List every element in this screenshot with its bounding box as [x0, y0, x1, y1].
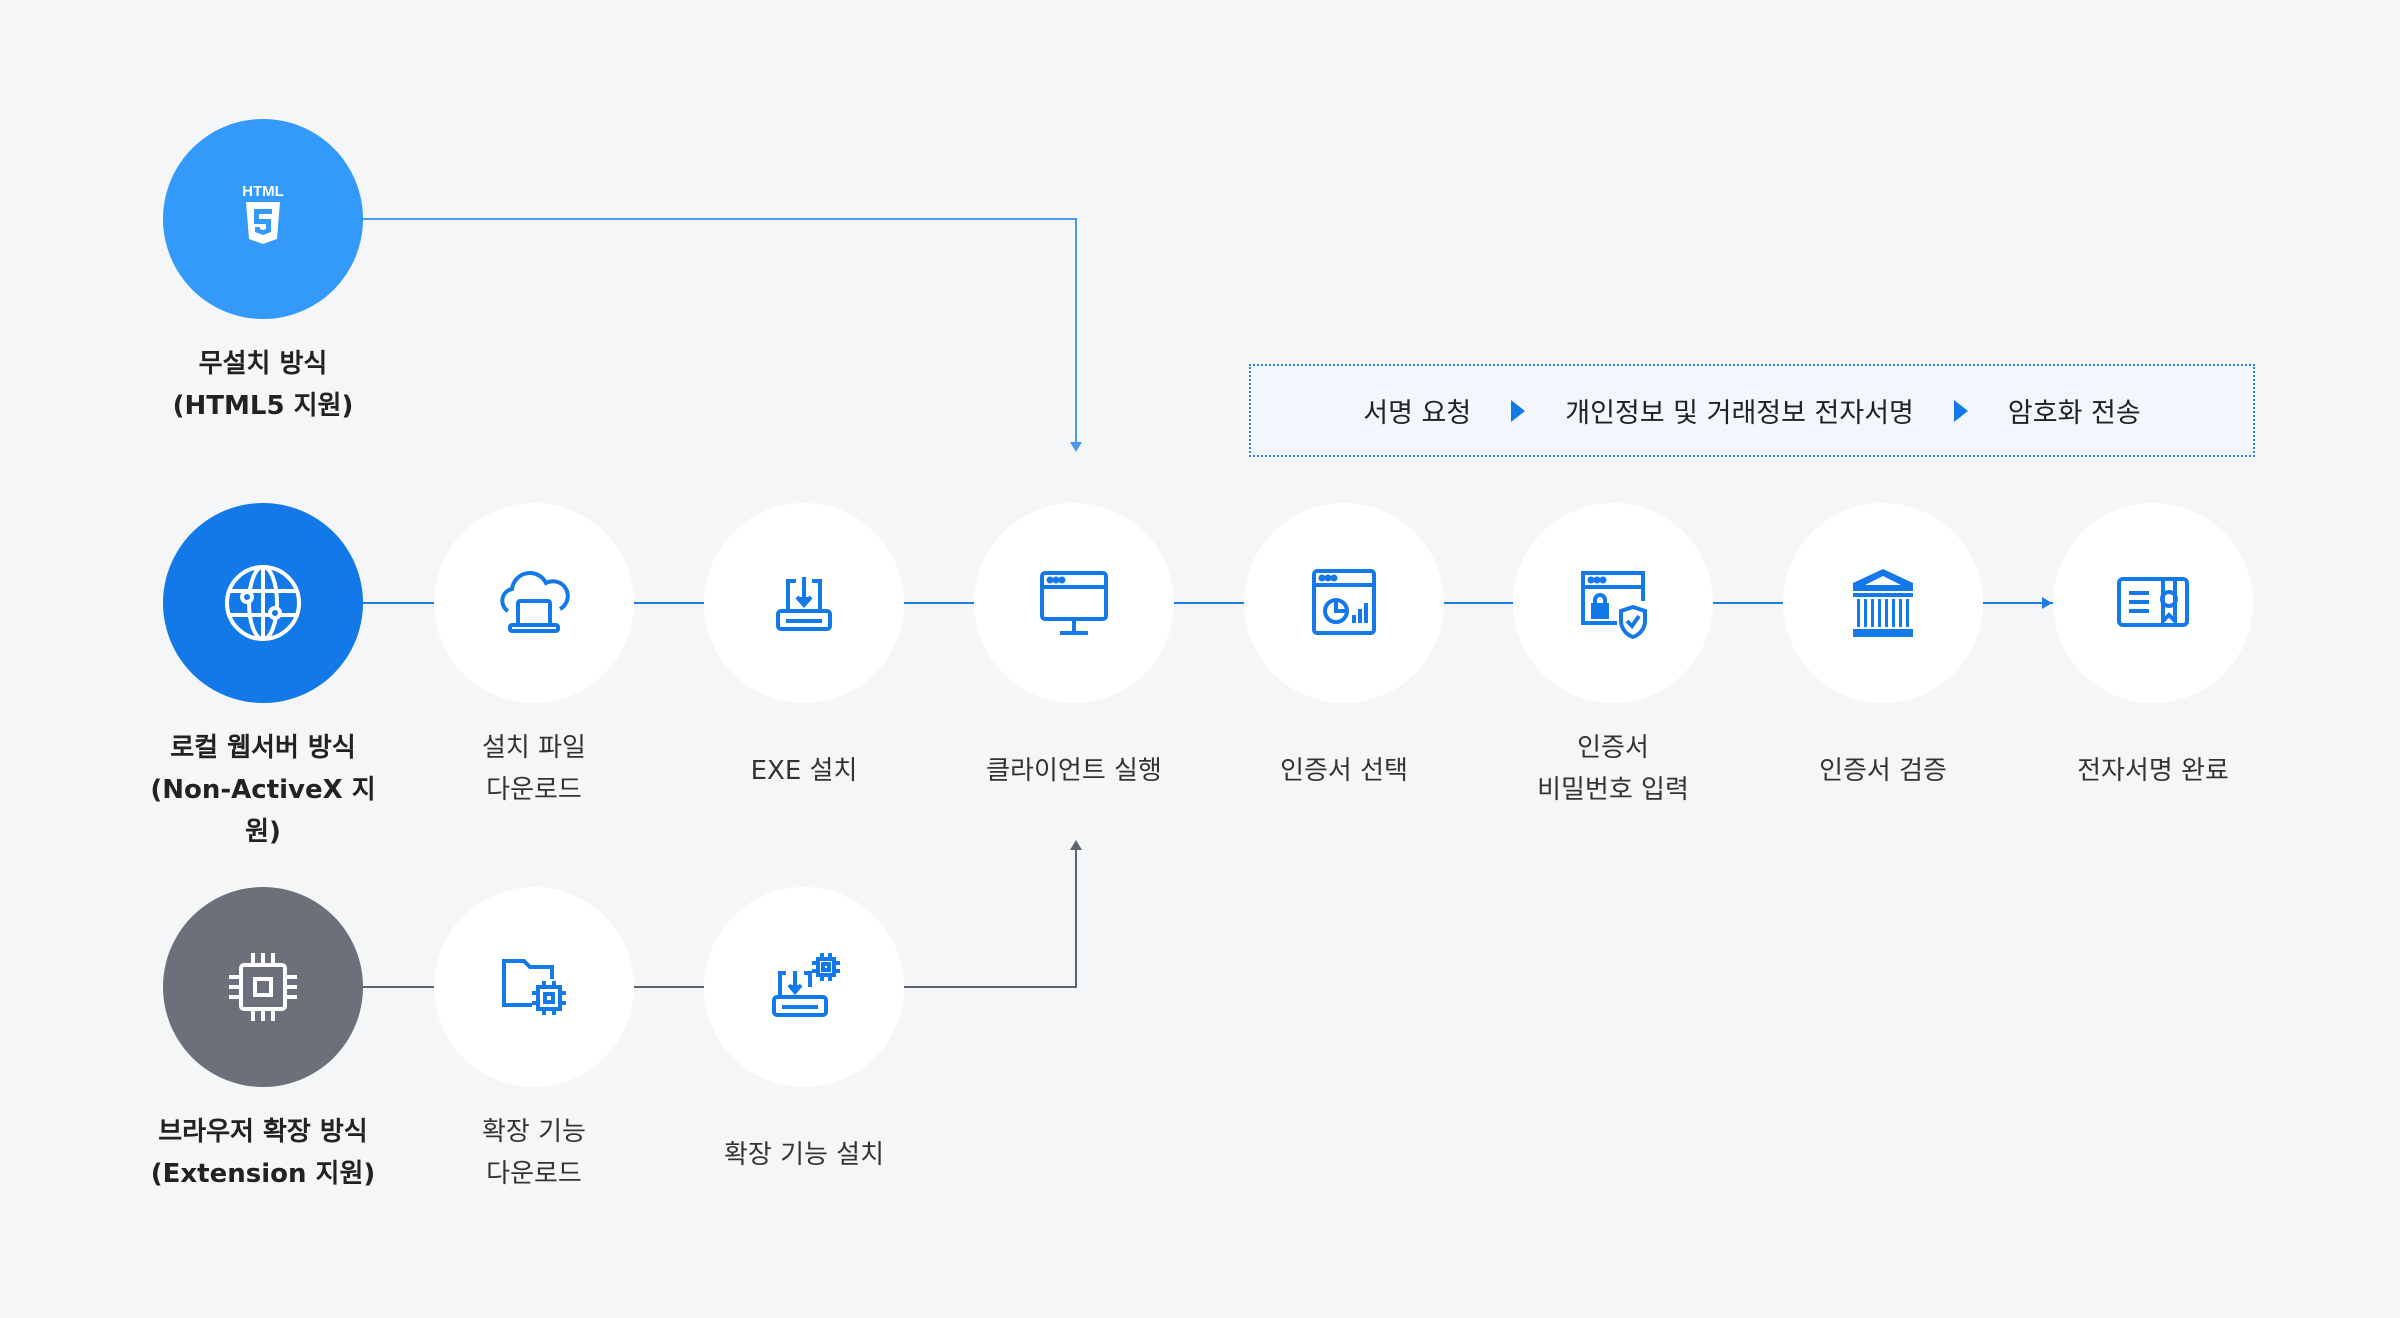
local-webserver-method-node [163, 503, 363, 703]
label-line: (Extension 지원) [150, 1159, 376, 1189]
install-chip-icon [772, 953, 840, 1017]
globe-icon [225, 565, 301, 641]
extension-method-label: 브라우저 확장 방식 (Extension 지원) [133, 1111, 393, 1195]
process-step: 개인정보 및 거래정보 전자서명 [1565, 398, 1914, 429]
ext-connector-v [1075, 848, 1077, 988]
label-line: 설치 파일 [482, 733, 586, 763]
certificate-icon [2117, 577, 2189, 627]
bank-building-icon [1853, 569, 1913, 637]
ext-install-label: 확장 기능 설치 [723, 1140, 885, 1170]
html5-method-node: HTML [163, 119, 363, 319]
install-tray-icon [776, 577, 832, 631]
html5-connector-v [1075, 218, 1077, 446]
sign-complete-label: 전자서명 완료 [2077, 756, 2229, 786]
client-run-node [974, 503, 1174, 703]
cloud-laptop-icon [500, 571, 570, 633]
ext-install-node [704, 887, 904, 1087]
ext-download-node [434, 887, 634, 1087]
play-arrow-icon [1511, 399, 1526, 422]
label-line: 인증서 [1577, 733, 1649, 763]
cert-password-label: 인증서 비밀번호 입력 [1483, 727, 1743, 811]
label-line: 다운로드 [486, 775, 582, 805]
cert-select-node [1244, 503, 1444, 703]
ext-connector-h2 [903, 986, 1077, 988]
cert-select-label: 인증서 선택 [1280, 756, 1408, 786]
label-line: 확장 기능 [482, 1117, 586, 1147]
exe-install-label: EXE 설치 [750, 756, 858, 786]
cert-verify-label: 인증서 검증 [1819, 756, 1947, 786]
install-download-node [434, 503, 634, 703]
client-run-label: 클라이언트 실행 [986, 756, 1162, 786]
label-line: 비밀번호 입력 [1537, 775, 1689, 805]
process-step: 암호화 전송 [2007, 398, 2141, 429]
arrow-down-icon [1070, 442, 1082, 452]
process-step: 서명 요청 [1363, 398, 1472, 429]
signing-process-box: 서명 요청 개인정보 및 거래정보 전자서명 암호화 전송 [1249, 364, 2255, 457]
chip-icon [229, 953, 297, 1021]
label-line: 브라우저 확장 방식 [158, 1117, 368, 1147]
html5-method-label: 무설치 방식 (HTML5 지원) [133, 343, 393, 427]
label-line: (Non-ActiveX 지원) [150, 775, 376, 847]
play-arrow-icon [1953, 399, 1968, 422]
html5-icon: HTML [242, 183, 284, 244]
install-download-label: 설치 파일 다운로드 [404, 727, 664, 811]
local-webserver-method-label: 로컬 웹서버 방식 (Non-ActiveX 지원) [133, 727, 393, 853]
html5-connector-h [363, 218, 1077, 220]
label-line: (HTML5 지원) [172, 391, 354, 421]
exe-install-node [704, 503, 904, 703]
label-line: 다운로드 [486, 1159, 582, 1189]
label-line: 로컬 웹서버 방식 [170, 733, 356, 763]
folder-chip-icon [502, 959, 566, 1015]
extension-method-node [163, 887, 363, 1087]
cert-password-node [1513, 503, 1713, 703]
monitor-window-icon [1040, 571, 1108, 635]
label-line: 무설치 방식 [198, 349, 328, 379]
arrow-right-icon [2042, 597, 2052, 609]
svg-text:HTML: HTML [242, 183, 284, 200]
secure-window-shield-icon [1581, 571, 1647, 640]
cert-verify-node [1783, 503, 1983, 703]
dashboard-window-icon [1312, 569, 1376, 635]
sign-complete-node [2053, 503, 2253, 703]
arrow-up-icon [1070, 840, 1082, 850]
ext-download-label: 확장 기능 다운로드 [404, 1111, 664, 1195]
